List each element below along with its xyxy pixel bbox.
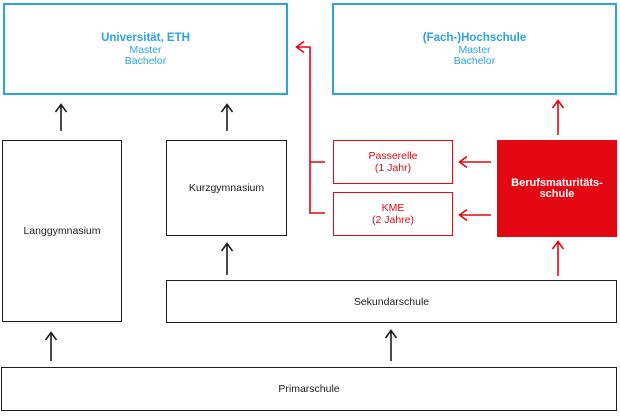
box-berufsmaturitaetsschule: Berufsmaturitäts- schule [497,140,617,237]
fachhochschule-bachelor-label: Bachelor [453,54,496,67]
arrow-primarschule-to-langgymnasium [44,331,58,361]
langgymnasium-label: Langgymnasium [23,225,101,237]
box-passerelle: Passerelle (1 Jahr) [333,140,453,184]
universitaet-master-label: Master [129,44,162,56]
kme-label: KME [381,202,405,214]
primarschule-label: Primarschule [278,383,340,395]
berufsmaturitaetsschule-label-line2: schule [539,187,575,200]
kme-duration-label: (2 Jahre) [371,214,414,226]
arrow-berufsmaturitaetsschule-to-passerelle [458,155,491,169]
arrow-passerelle-kme-to-universitaet [295,40,325,214]
kurzgymnasium-label: Kurzgymnasium [188,182,265,194]
berufsmaturitaetsschule-label-line1: Berufsmaturitäts- [511,176,603,189]
sekundarschule-label: Sekundarschule [353,295,430,308]
passerelle-duration-label: (1 Jahr) [374,162,412,174]
arrow-kurzgymnasium-to-universitaet [220,103,234,131]
arrow-berufsmaturitaetsschule-to-hochschule [551,99,565,135]
universitaet-title: Universität, ETH [101,32,190,44]
arrow-sekundarschule-to-berufsmaturitaetsschule [551,240,565,276]
arrow-sekundarschule-to-kurzgymnasium [220,242,234,275]
box-langgymnasium: Langgymnasium [2,140,122,322]
box-fachhochschule: (Fach-)Hochschule Master Bachelor [332,3,617,95]
fachhochschule-master-label: Master [458,44,491,56]
box-primarschule: Primarschule [1,367,617,411]
box-sekundarschule: Sekundarschule [166,280,617,323]
box-kurzgymnasium: Kurzgymnasium [166,140,287,236]
box-universitaet: Universität, ETH Master Bachelor [3,3,288,95]
arrow-langgymnasium-to-universitaet [54,103,68,131]
passerelle-label: Passerelle [368,150,418,162]
fachhochschule-title: (Fach-)Hochschule [422,32,527,44]
arrow-berufsmaturitaetsschule-to-kme [458,208,491,222]
box-kme: KME (2 Jahre) [333,192,453,236]
universitaet-bachelor-label: Bachelor [124,54,167,67]
arrow-primarschule-to-sekundarschule [384,329,398,361]
